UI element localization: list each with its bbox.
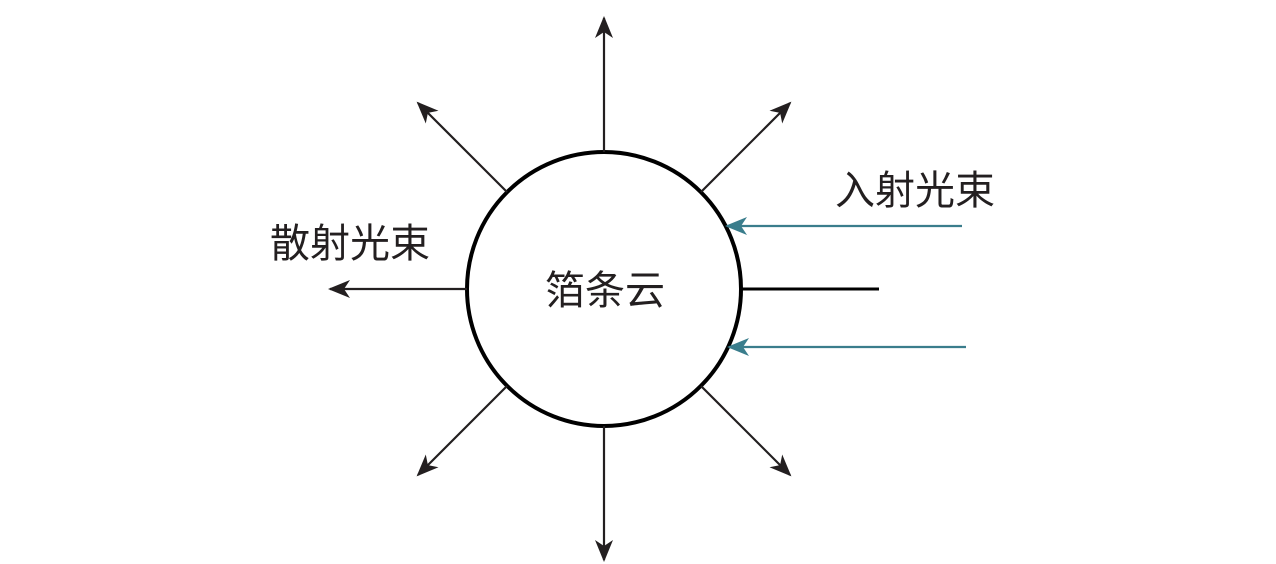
scatter-arrow-down-right <box>700 385 792 477</box>
scatter-arrow-down-left <box>416 385 508 477</box>
scatter-arrow-up-right <box>700 101 792 193</box>
scattered-beam-label: 散射光束 <box>270 221 430 267</box>
scatter-arrow-up-left <box>416 101 508 193</box>
center-label: 箔条云 <box>545 268 665 314</box>
incident-beam-label: 入射光束 <box>835 168 995 214</box>
